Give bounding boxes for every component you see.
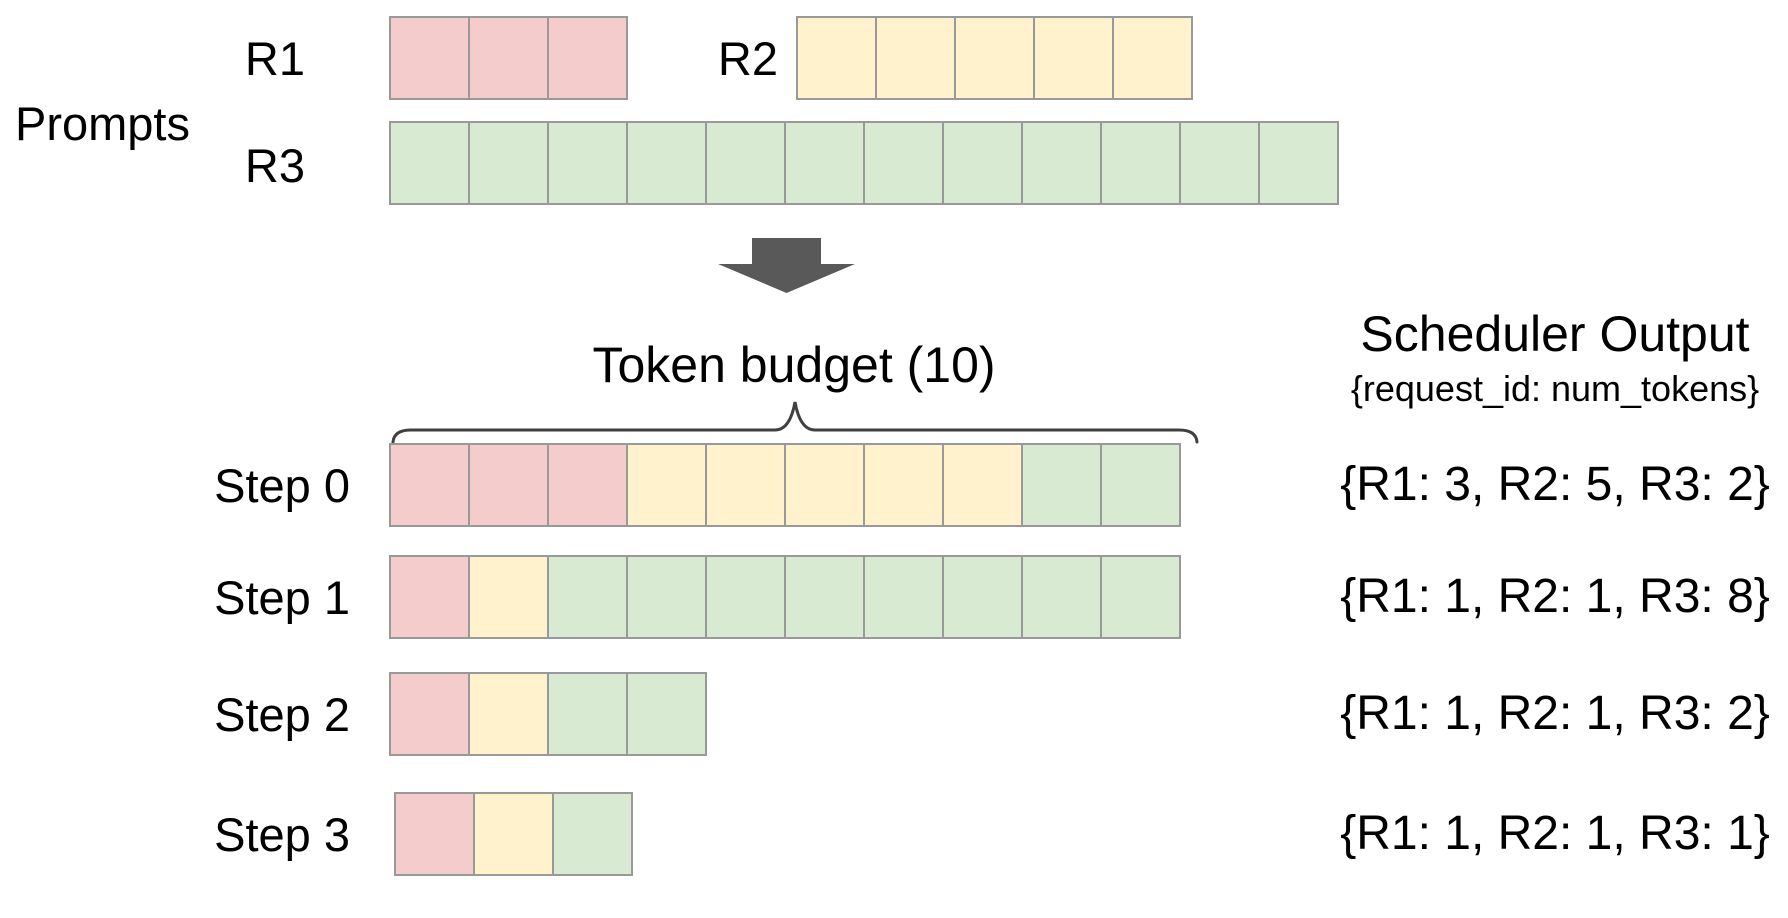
step-label-0: Step 0 <box>214 458 350 512</box>
token-cell-r3 <box>1100 555 1181 639</box>
token-cell-r3 <box>1100 443 1181 527</box>
prompts-section-label: Prompts <box>15 97 190 150</box>
request-label-r1: R1 <box>244 31 305 85</box>
step-label-2: Step 2 <box>214 687 350 741</box>
token-cell-r2 <box>705 443 786 527</box>
token-cell-r3 <box>1021 121 1102 205</box>
token-cell-r3 <box>1021 443 1102 527</box>
token-cell-r3 <box>468 121 549 205</box>
request-label-r2: R2 <box>717 31 778 85</box>
scheduler-output-step-1: {R1: 1, R2: 1, R3: 8} <box>1340 570 1770 623</box>
token-cell-r1 <box>389 555 470 639</box>
token-cell-r2 <box>473 792 554 876</box>
step-row-0 <box>389 443 1181 527</box>
scheduler-output-step-2: {R1: 1, R2: 1, R3: 2} <box>1340 687 1770 740</box>
step-label-1: Step 1 <box>214 570 350 624</box>
brace-path <box>391 401 1199 444</box>
token-cell-r3 <box>863 555 944 639</box>
token-cell-r1 <box>468 443 549 527</box>
token-cell-r1 <box>547 443 628 527</box>
step-label-3: Step 3 <box>214 807 350 861</box>
step-row-1 <box>389 555 1181 639</box>
token-cell-r3 <box>1179 121 1260 205</box>
token-budget-title: Token budget (10) <box>592 337 996 393</box>
token-cell-r2 <box>875 16 956 100</box>
token-cell-r3 <box>547 121 628 205</box>
scheduler-output-subtitle: {request_id: num_tokens} <box>1350 368 1760 409</box>
token-cell-r2 <box>626 443 707 527</box>
token-cell-r3 <box>784 121 865 205</box>
token-cell-r2 <box>468 672 549 756</box>
scheduler-output-step-3: {R1: 1, R2: 1, R3: 1} <box>1340 807 1770 860</box>
request-label-r3: R3 <box>244 138 305 192</box>
token-cell-r1 <box>394 792 475 876</box>
token-cell-r3 <box>626 672 707 756</box>
token-cell-r3 <box>942 555 1023 639</box>
down-arrow-icon <box>718 238 855 293</box>
prompt-row-r2 <box>796 16 1193 100</box>
token-cell-r3 <box>784 555 865 639</box>
token-budget-brace-icon <box>391 401 1199 444</box>
scheduler-output-step-0: {R1: 3, R2: 5, R3: 2} <box>1340 458 1770 511</box>
token-cell-r2 <box>796 16 877 100</box>
token-cell-r1 <box>468 16 549 100</box>
token-cell-r3 <box>547 672 628 756</box>
token-cell-r3 <box>389 121 470 205</box>
token-cell-r3 <box>1021 555 1102 639</box>
token-cell-r3 <box>552 792 633 876</box>
token-cell-r2 <box>863 443 944 527</box>
step-row-3 <box>394 792 633 876</box>
scheduler-output-title: Scheduler Output <box>1360 306 1750 362</box>
token-cell-r3 <box>626 555 707 639</box>
token-cell-r3 <box>705 555 786 639</box>
token-cell-r1 <box>389 443 470 527</box>
token-cell-r3 <box>705 121 786 205</box>
token-cell-r3 <box>626 121 707 205</box>
token-cell-r1 <box>547 16 628 100</box>
token-cell-r3 <box>547 555 628 639</box>
token-cell-r3 <box>942 121 1023 205</box>
token-cell-r2 <box>1033 16 1114 100</box>
token-cell-r2 <box>954 16 1035 100</box>
token-cell-r1 <box>389 16 470 100</box>
token-cell-r1 <box>389 672 470 756</box>
down-arrow-shape <box>718 238 855 293</box>
token-cell-r3 <box>1100 121 1181 205</box>
token-cell-r3 <box>1258 121 1339 205</box>
token-cell-r2 <box>468 555 549 639</box>
token-cell-r3 <box>863 121 944 205</box>
token-cell-r2 <box>1112 16 1193 100</box>
token-cell-r2 <box>942 443 1023 527</box>
prompt-row-r3 <box>389 121 1339 205</box>
token-cell-r2 <box>784 443 865 527</box>
prompt-row-r1 <box>389 16 628 100</box>
step-row-2 <box>389 672 707 756</box>
